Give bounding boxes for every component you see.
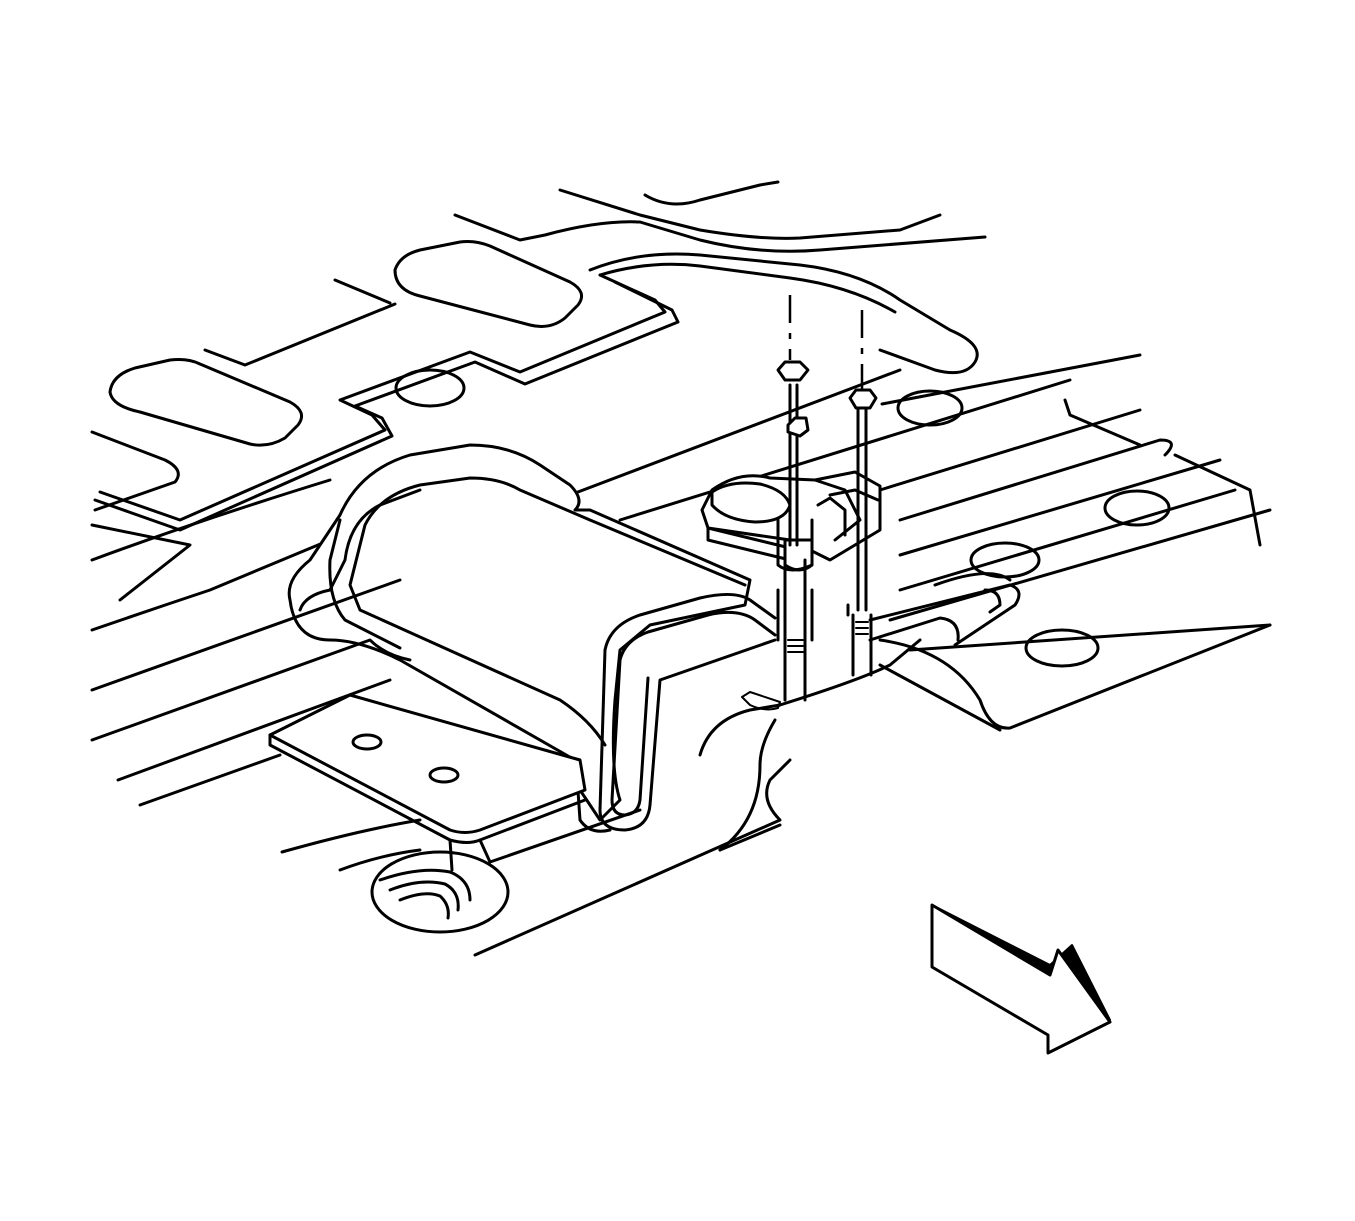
- direction-arrow-icon: [930, 903, 1112, 1055]
- crossmember-lower: [90, 578, 922, 957]
- muffler: [287, 443, 777, 833]
- floor-rails-right: [568, 353, 1272, 732]
- floor-pan-upper: [90, 180, 987, 632]
- mounting-studs: [776, 295, 1021, 702]
